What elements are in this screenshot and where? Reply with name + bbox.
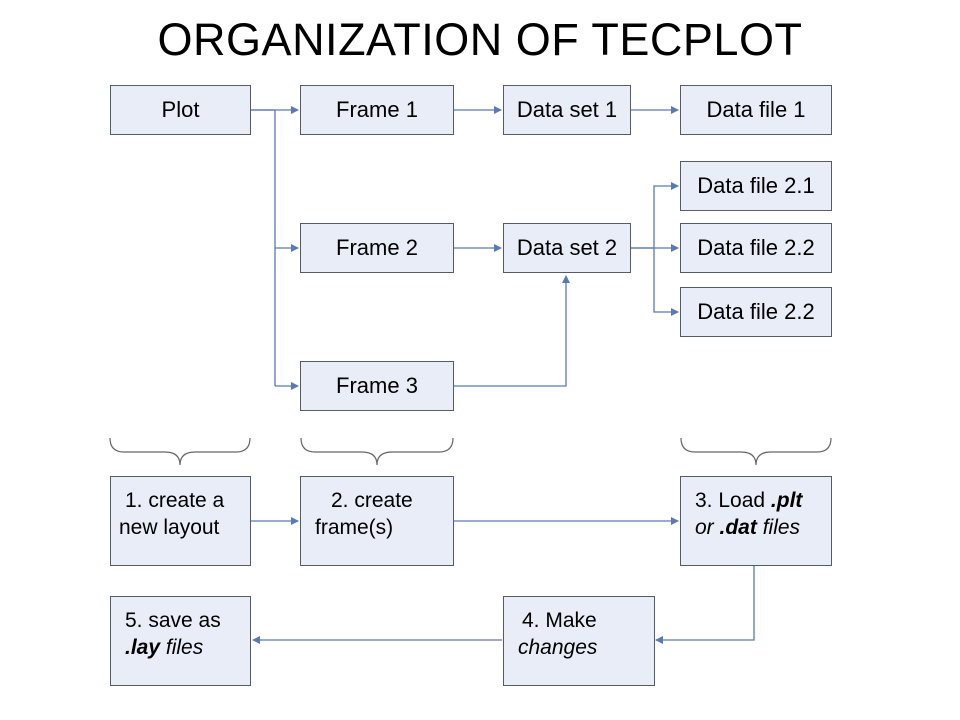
- plot-node: Plot: [110, 85, 251, 135]
- arrow-dataset2-datafile2-1: [653, 182, 679, 248]
- frame1-node: Frame 1: [300, 85, 454, 135]
- datafile1-node: Data file 1: [680, 85, 832, 135]
- datafile2-2a-node: Data file 2.2: [680, 223, 832, 273]
- connector-plot-spine: [250, 109, 276, 386]
- brace-frames: [300, 437, 454, 466]
- step2-line2: frame(s): [315, 516, 394, 539]
- step3-line1: 3. Load .plt: [695, 487, 831, 514]
- step4-line2: changes: [518, 636, 598, 659]
- step3-plt-ext: .plt: [770, 489, 803, 512]
- step2-box: 2. create frame(s): [300, 476, 454, 566]
- brace-datafiles: [680, 437, 832, 466]
- datafile2-2b-node: Data file 2.2: [680, 287, 832, 337]
- step1-box: 1. create a new layout: [110, 476, 251, 566]
- step3-line2: or .dat files: [695, 514, 831, 541]
- step1-line2: new layout: [119, 516, 220, 539]
- arrow-dataset2-datafile2-2b: [653, 248, 679, 316]
- step3-dat-ext: .dat: [719, 516, 757, 539]
- step3-files-text: files: [756, 516, 801, 539]
- step3-load-text: 3. Load: [695, 489, 771, 512]
- step4-box: 4. Make changes: [503, 596, 655, 686]
- step2-line1: 2. create: [331, 489, 413, 512]
- frame2-node: Frame 2: [300, 223, 454, 273]
- step5-line1: 5. save as: [125, 609, 221, 632]
- arrow-frame3-dataset2: [453, 275, 570, 387]
- step1-line1: 1. create a: [125, 489, 225, 512]
- step5-box: 5. save as .lay files: [110, 596, 251, 686]
- datafile2-1-node: Data file 2.1: [680, 161, 832, 211]
- dataset2-node: Data set 2: [503, 223, 631, 273]
- diagram-title: ORGANIZATION OF TECPLOT: [157, 14, 803, 65]
- step4-line1: 4. Make: [522, 609, 597, 632]
- step3-box: 3. Load .plt or .dat files: [680, 476, 832, 566]
- step5-files-text: files: [160, 636, 204, 659]
- step5-line2: .lay files: [125, 634, 250, 661]
- frame3-node: Frame 3: [300, 361, 454, 411]
- arrow-step3-step4: [655, 566, 755, 644]
- dataset1-node: Data set 1: [503, 85, 631, 135]
- brace-plot: [109, 437, 251, 466]
- step5-lay-ext: .lay: [125, 636, 161, 659]
- step3-or-text: or: [695, 516, 720, 539]
